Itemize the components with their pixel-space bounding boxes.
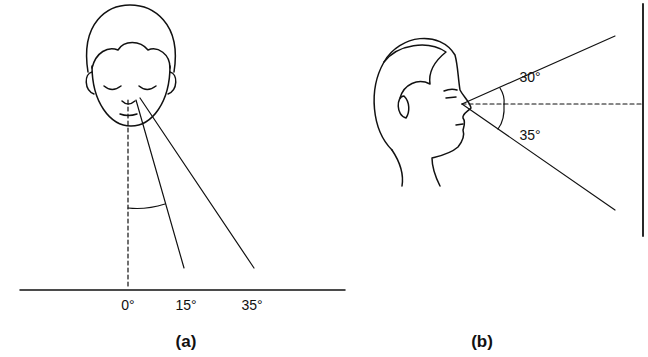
face-outline	[92, 66, 170, 126]
panel-label: (b)	[471, 333, 493, 352]
hair	[384, 45, 446, 98]
neck	[392, 150, 403, 186]
angle-arc	[500, 88, 504, 104]
angle-label: 30°	[519, 70, 540, 85]
floor-line	[20, 289, 345, 291]
ear	[86, 72, 94, 94]
angle-label: 35°	[241, 298, 262, 313]
head-profile	[374, 38, 471, 186]
head-outline	[87, 5, 176, 72]
sight-line	[462, 104, 615, 210]
brow	[444, 89, 457, 91]
ear	[398, 96, 409, 118]
angle-label: 15°	[175, 298, 196, 313]
wall-line	[642, 4, 644, 236]
angle-label: 0°	[121, 298, 134, 313]
sight-line	[136, 100, 184, 268]
angle-arc	[498, 104, 504, 129]
sight-line	[140, 98, 254, 268]
closed-eye	[139, 86, 156, 90]
mouth	[456, 124, 463, 125]
sight-line	[462, 36, 615, 104]
hair-line	[92, 43, 170, 69]
reference-line	[462, 103, 642, 104]
angle-arc	[128, 204, 165, 209]
reference-line	[127, 100, 128, 287]
angle-label: 35°	[519, 128, 540, 143]
panel-label: (a)	[176, 333, 197, 352]
closed-eye	[104, 86, 121, 90]
ear	[168, 72, 176, 94]
eye	[446, 97, 456, 98]
